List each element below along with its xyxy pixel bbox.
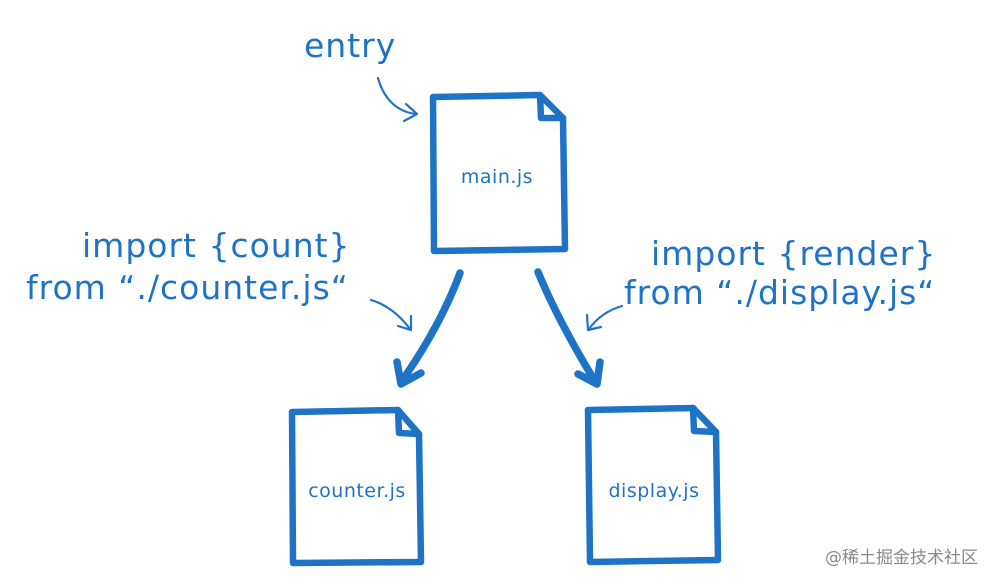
watermark: @稀土掘金技术社区 bbox=[825, 548, 978, 568]
import-render-line2: from “./display.js“ bbox=[624, 273, 935, 312]
import-count-line2: from “./counter.js“ bbox=[26, 268, 349, 307]
file-corner-fold bbox=[394, 406, 423, 438]
entry-arrow bbox=[376, 76, 418, 116]
import-render-pointer bbox=[587, 304, 624, 331]
import-count-pointer bbox=[369, 298, 412, 331]
file-corner-fold bbox=[689, 404, 720, 436]
entry-arrowhead bbox=[402, 102, 419, 123]
import-arrow-display bbox=[534, 268, 597, 382]
file-icon bbox=[288, 406, 425, 567]
import-render-line1: import {render} bbox=[651, 234, 936, 273]
file-icon bbox=[584, 404, 722, 566]
file-display-js: display.js bbox=[584, 404, 722, 566]
file-name-counter: counter.js bbox=[308, 480, 406, 502]
file-name-display: display.js bbox=[609, 480, 700, 502]
import-arrow-counter bbox=[400, 269, 464, 382]
import-arrowhead-counter bbox=[393, 358, 425, 388]
import-count-line1: import {count} bbox=[82, 226, 351, 265]
entry-label: entry bbox=[304, 26, 396, 65]
file-counter-js: counter.js bbox=[288, 406, 425, 567]
file-main-js: main.js bbox=[429, 91, 569, 255]
import-render-pointer-head bbox=[585, 313, 603, 332]
import-count-pointer-head bbox=[396, 314, 413, 332]
file-corner-fold bbox=[536, 91, 567, 122]
file-name-main: main.js bbox=[461, 166, 533, 188]
file-icon bbox=[429, 91, 569, 255]
import-arrowhead-display bbox=[574, 358, 604, 388]
